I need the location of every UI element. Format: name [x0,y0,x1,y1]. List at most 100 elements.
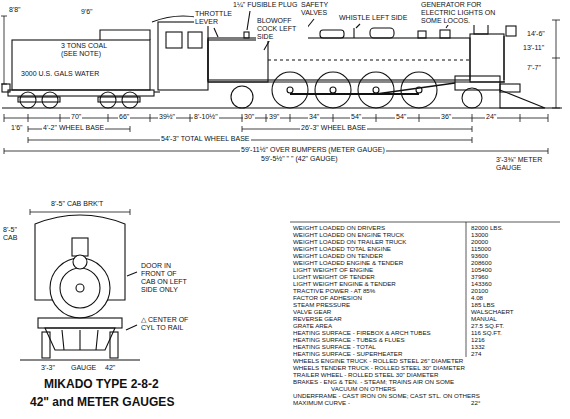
table-cell: FACTOR OF ADHESION [292,294,363,301]
table-cell: 4.08 [470,294,484,301]
drawing-stroke [247,11,250,30]
table-cell: MAXIMUM CURVE - [292,399,351,406]
drawing-stroke [466,222,467,357]
drawing-stroke [2,84,10,92]
whistle [353,28,354,38]
boiler [208,20,516,82]
drawing-stroke [208,40,268,82]
bell [418,31,426,38]
drawing-stroke [290,222,560,223]
steam-dome [370,28,394,38]
drawing-stroke [287,87,293,93]
table-cell: VACUUM ON OTHERS [330,385,397,392]
drawing-stroke [110,332,118,358]
dimension-label: 8'8" [8,6,22,14]
dimension-label: 54" [350,113,362,121]
drawing-stroke [42,332,50,358]
table-cell: 22° [470,399,481,406]
table-cell: 93600 [470,252,489,259]
table-cell: 116 SQ.FT. [470,329,503,336]
drawing-stroke [455,76,500,90]
dimension-label: 3'-3⅜" METER GAUGE [495,156,561,172]
drawing-stroke [214,28,218,37]
drawing-stroke [45,328,115,350]
dimension-label: 42" [104,364,116,372]
table-cell: GRATE AREA [292,322,333,329]
drawing-stroke [4,114,548,122]
table-cell: WEIGHT LOADED ON TENDER [292,252,384,259]
dimension-label: 39" [268,113,280,121]
table-cell: WALSCHAERT [470,308,515,315]
table-cell: WHEELS ENGINE TRUCK - ROLLED STEEL 26" D… [292,357,464,364]
drawing-stroke [376,83,455,94]
table-cell: HEATING SURFACE - TUBES & FLUES [292,336,406,343]
drawing-stroke [462,88,482,108]
drawing-stroke [62,330,98,350]
dimension-label: 54'-3" TOTAL WHEEL BASE [160,135,251,143]
drawing-stroke [356,24,360,28]
dimension-label: 26'-3" WHEEL BASE [300,124,367,132]
drawing-stroke [38,318,122,328]
rail-line [2,107,562,108]
headlight [506,26,516,36]
table-cell: TRACTIVE POWER - AT 85% [292,287,376,294]
drawing-stroke [290,93,419,95]
dimension-label: 1¼" FUSIBLE PLUG [232,1,298,9]
table-cell: UNDERFRAME - CAST IRON ON SOME; CAST STL… [292,392,481,399]
dimension-label: 39½" [158,113,176,121]
drawing-stroke [166,32,182,48]
title: MIKADO TYPE 2-8-2 [44,377,159,391]
drawing-stroke [315,72,351,108]
cab [152,16,214,90]
dimension-label: THROTTLE LEVER [194,10,232,26]
drawing-stroke [188,32,202,48]
tender [2,30,160,108]
drawing-stroke [60,268,100,308]
dimension-label: 7'-7" [526,64,542,72]
table-cell: 185 LBS [470,301,496,308]
dimension-label: DOOR IN FRONT OF CAB ON LEFT SIDE ONLY [140,262,192,294]
drawing-stroke [358,72,394,108]
dimension-label: 59'-5½" " " (42" GAUGE) [260,155,339,163]
dimension-label: 54" [395,113,407,121]
drawing-stroke [268,59,470,60]
caption: 42" and METER GAUGES [30,395,174,409]
dimension-label: 4'-2" WHEEL BASE [42,124,105,132]
dimension-label: 34" [308,113,320,121]
running-gear [231,72,545,108]
dimension-label: 13'-11" [522,44,545,52]
front-stack [72,238,88,256]
table-cell: HEATING SURFACE - FIREBOX & ARCH TUBES [292,329,432,336]
drawing-stroke [20,359,140,360]
table-cell: 274 [470,350,482,357]
drawing-stroke [122,92,138,108]
drawing-stroke [4,16,5,84]
drawing-stroke [330,87,336,93]
dimension-label: GAUGE [70,364,97,372]
dimension-label: 1'6" [10,124,24,132]
drawing-stroke [100,92,116,108]
table-rules [290,222,560,357]
drawing-stroke [208,81,505,82]
table-cell: 13000 [470,231,489,238]
table-cell: TRAILER WHEEL - ROLLED STEEL 30" DIAMETE… [292,371,439,378]
table-cell: 20100 [470,287,489,294]
dimension-label: 8'-10½" [193,113,219,121]
table-cell: WHEELS TENDER TRUCK - ROLLED STEEL 30" D… [292,364,466,371]
dimension-label: 9'6" [80,8,94,16]
drawing-stroke [500,90,545,108]
front-view [20,215,140,360]
dimension-label: GENERATOR FOR ELECTRIC LIGHTS ON SOME LO… [420,1,518,25]
table-cell: LIGHT WEIGHT OF ENGINE [292,266,374,273]
dimension-label: 59'-11½" OVER BUMPERS (METER GAUGE) [240,146,386,154]
table-cell: 20000 [470,238,489,245]
drawing-stroke [231,86,253,108]
dimension-label: 3000 U.S. GALS WATER [20,70,100,78]
drawing-stroke [272,72,308,108]
drawing-stroke [158,22,208,90]
table-cell: BRAKES - ENG & TEN. - STEAM; TRAINS AIR … [292,378,455,385]
dimension-label: 24" [485,113,497,121]
table-cell: 115000 [470,245,492,252]
table-cell: MANUAL [470,315,498,322]
drawing-stroke [42,92,58,108]
